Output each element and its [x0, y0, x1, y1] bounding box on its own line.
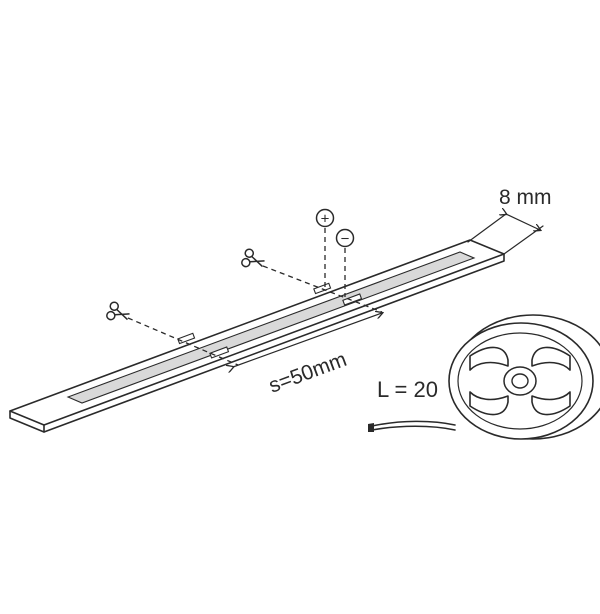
- positive-symbol: +: [321, 211, 330, 228]
- cut-line-left: [127, 317, 239, 366]
- length-label: L = 20: [377, 377, 438, 402]
- spacing-dimension-line: [233, 313, 382, 367]
- reel-icon: [368, 314, 600, 440]
- scissors-icon: [241, 248, 265, 268]
- scissors-icon: [106, 301, 130, 321]
- plus-icon: +: [315, 208, 335, 228]
- spacing-label: s=50mm: [266, 348, 350, 398]
- width-extension-line: [467, 213, 507, 243]
- led-strip: [9, 239, 505, 433]
- cut-line-right: [262, 265, 383, 313]
- solder-pad: [342, 293, 363, 306]
- width-extension-line: [503, 225, 544, 255]
- solder-pad: [177, 332, 196, 345]
- negative-symbol: −: [341, 231, 350, 248]
- minus-icon: −: [335, 228, 355, 248]
- width-label: 8 mm: [499, 186, 552, 209]
- width-dimension-line: [506, 214, 540, 230]
